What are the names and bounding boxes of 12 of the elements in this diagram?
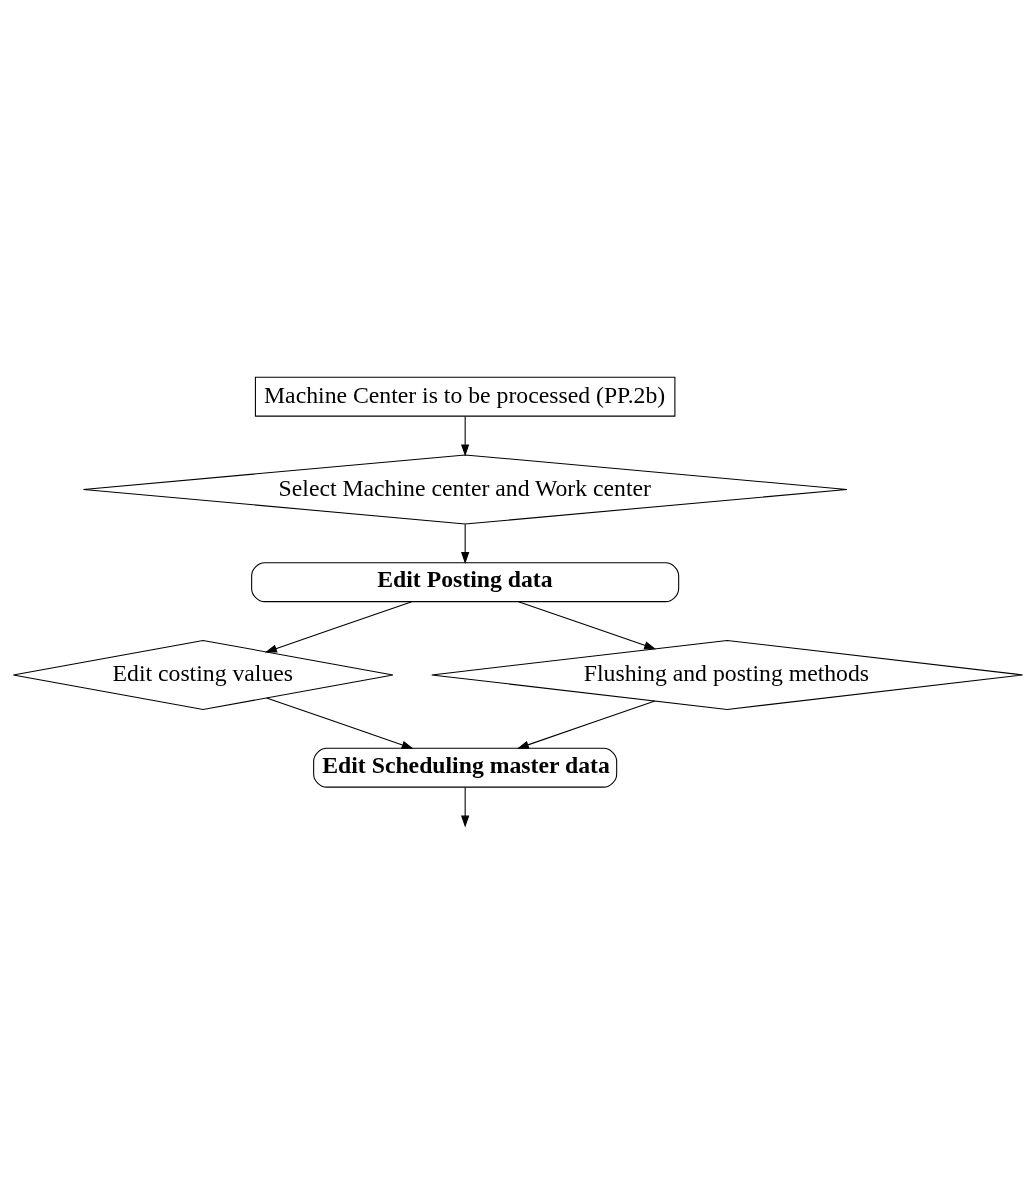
node-box: Edit Posting data [251, 562, 680, 603]
node-diamond: Edit costing values [12, 639, 394, 710]
arrow [461, 786, 470, 828]
arrow [461, 416, 470, 457]
arrow [517, 601, 657, 650]
arrow [266, 697, 414, 749]
arrow [516, 700, 656, 749]
node-box: Edit Scheduling master data [313, 747, 618, 788]
arrow [461, 523, 470, 564]
node-diamond: Select Machine center and Work center [82, 454, 848, 525]
arrow [265, 601, 413, 653]
node-box: Machine Center is to be processed (PP.2b) [254, 376, 676, 417]
